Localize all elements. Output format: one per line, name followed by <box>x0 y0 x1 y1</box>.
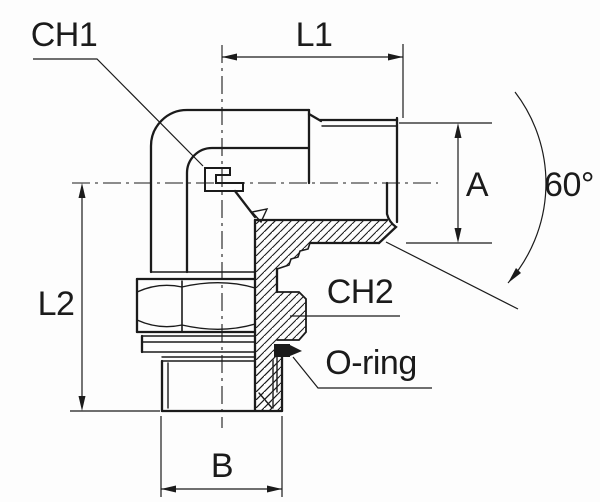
label-angle: 60° <box>544 166 594 204</box>
label-oring: O-ring <box>325 344 416 382</box>
angle-arc <box>507 91 547 284</box>
label-a: A <box>466 166 489 204</box>
section-band <box>255 220 396 269</box>
oring-leader <box>292 356 432 389</box>
ch1-leader <box>33 58 204 167</box>
body-outline <box>135 108 399 413</box>
outer-contour <box>149 108 311 274</box>
label-ch2: CH2 <box>327 273 394 311</box>
inner-contour <box>185 146 310 274</box>
centerlines <box>72 45 438 428</box>
dimension-lines <box>33 44 547 497</box>
label-ch1: CH1 <box>31 16 98 54</box>
oring-seal <box>274 344 302 357</box>
labels: CH1 L1 A 60° L2 CH2 O-ring B <box>31 16 595 485</box>
label-b: B <box>211 447 233 485</box>
arrowheads <box>78 53 521 493</box>
label-l2: L2 <box>38 285 75 323</box>
cone-line <box>385 241 519 310</box>
label-l1: L1 <box>296 16 333 54</box>
